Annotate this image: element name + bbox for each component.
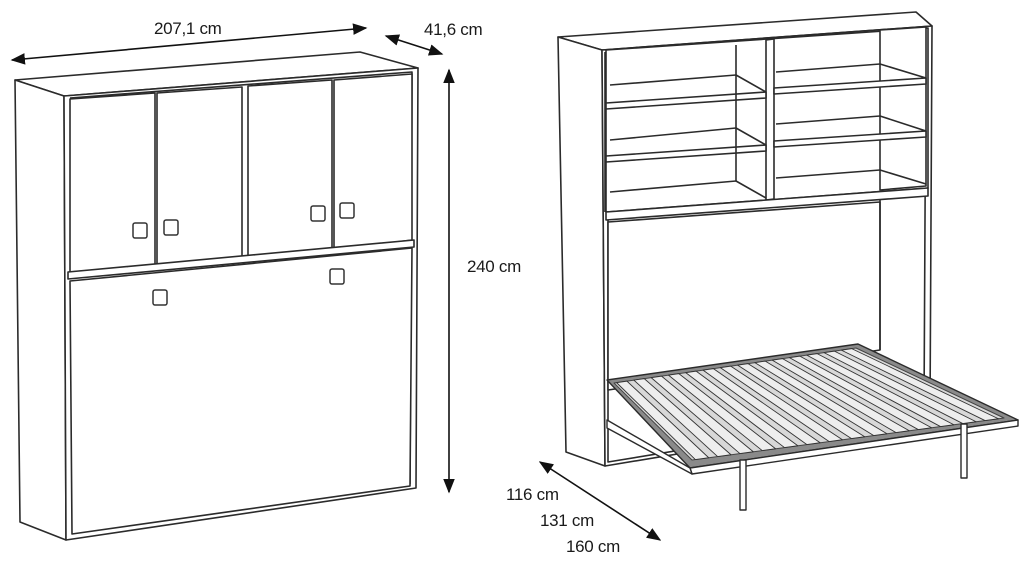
handle-icon (163, 219, 179, 236)
upper-door-2 (156, 86, 243, 266)
bed-slat (823, 350, 977, 424)
height-label: 240 cm (467, 257, 521, 276)
shelf (605, 144, 767, 163)
depth-label: 41,6 cm (424, 20, 483, 39)
bed-slat (719, 365, 843, 442)
bed-legs (739, 423, 968, 511)
depth-arrow (384, 34, 444, 56)
bed-slat (650, 375, 754, 454)
bed-slat (685, 370, 799, 448)
bed-depth-label-2: 131 cm (540, 511, 594, 530)
handle-icon (310, 205, 326, 222)
bed-leg (960, 423, 968, 479)
bed-side-rail (606, 419, 693, 475)
shelf-back-line (775, 169, 927, 185)
width-arrow (10, 23, 368, 65)
bed-depth-arrow (538, 461, 662, 541)
bed-leg (739, 459, 747, 511)
handle-icon (339, 202, 355, 219)
shelves-left (605, 45, 767, 199)
closed-cabinet (14, 51, 419, 541)
center-divider (765, 38, 775, 201)
bed-slat (633, 378, 732, 457)
bed-slat (754, 360, 888, 436)
bed-slat (702, 368, 821, 445)
width-label: 207,1 cm (154, 19, 222, 38)
bed-slat (789, 355, 933, 430)
bed-slat (806, 353, 955, 427)
bed-depth-label-3: 160 cm (566, 537, 620, 556)
shelf-bottom (605, 187, 929, 221)
upper-door-1 (69, 92, 156, 273)
upper-door-3 (247, 79, 333, 258)
handle-icon (132, 222, 148, 239)
shelf (773, 77, 927, 95)
shelf-back-line (775, 115, 927, 132)
dimension-arrows-closed (10, 23, 455, 494)
bed-slat (737, 363, 866, 439)
shelves-right (773, 63, 927, 185)
bed-slat (668, 373, 777, 451)
open-cabinet-side-face (557, 36, 606, 467)
bed-slat (840, 348, 999, 421)
right-side-inner (879, 26, 927, 191)
bed-slats (616, 348, 999, 460)
bed-depth-label-1: 116 cm (506, 485, 559, 504)
shelf-back-line (775, 63, 927, 79)
shelf (605, 91, 767, 110)
middle-divider (67, 239, 415, 280)
handle-icon (152, 289, 168, 306)
shelf (773, 130, 927, 148)
upper-door-4 (333, 73, 413, 251)
cabinet-side-face (14, 79, 67, 541)
bed-panel (69, 247, 413, 535)
dimension-labels: 207,1 cm 41,6 cm 240 cm 116 cm 131 cm 16… (154, 19, 620, 556)
door-handles (132, 202, 355, 306)
bed-slat (771, 358, 910, 433)
bed-base (606, 343, 1019, 511)
bed-slat (616, 380, 710, 460)
handle-icon (329, 268, 345, 285)
